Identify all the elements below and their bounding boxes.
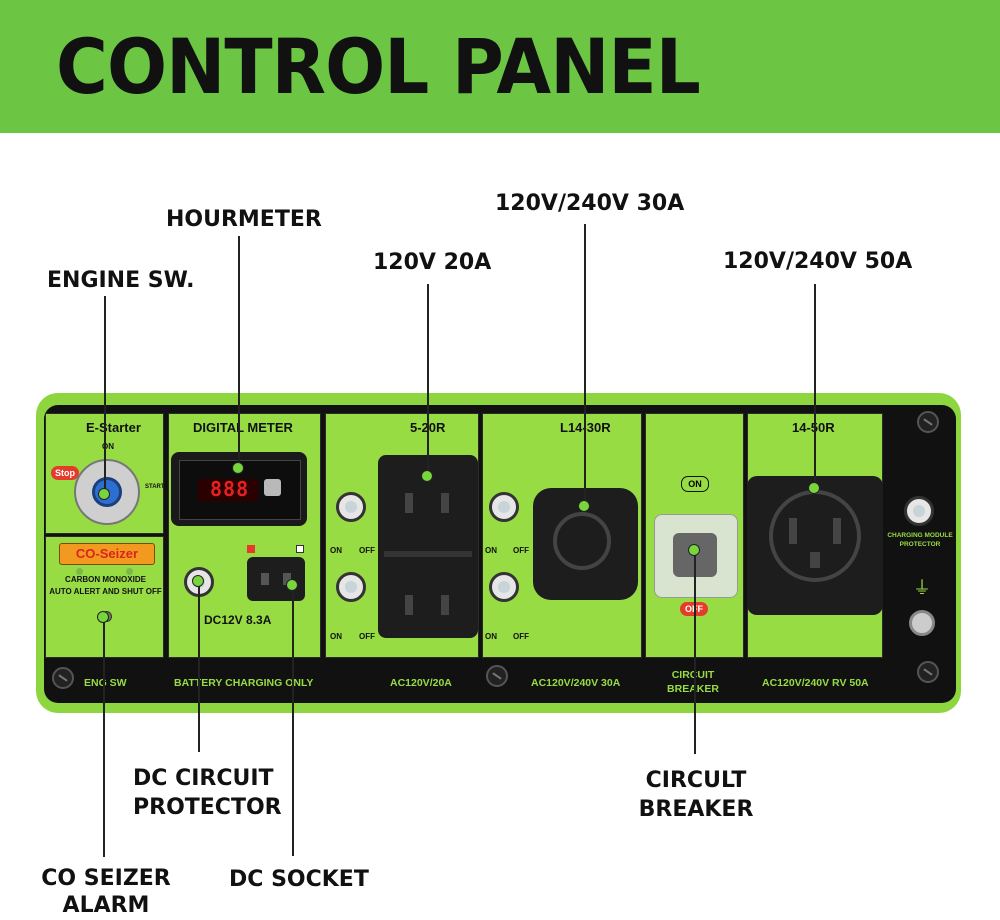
dc-positive-icon — [247, 545, 255, 553]
breaker-30a-bottom[interactable] — [489, 572, 519, 602]
circuit-breaker-leader-line — [694, 550, 696, 754]
dc-circuit-protector-callout-line2: PROTECTOR — [133, 795, 282, 820]
circuit-breaker-switch[interactable] — [654, 514, 738, 598]
outlet-50a-leader-line — [814, 284, 816, 488]
engine-sw-callout: ENGINE SW. — [47, 268, 195, 293]
engine-on-label: ON — [102, 442, 114, 451]
circuit-breaker-marker — [688, 544, 700, 556]
dc-protector-leader-line — [198, 586, 200, 752]
hourmeter-leader-line — [238, 236, 240, 468]
dc-socket-leader-line — [292, 586, 294, 856]
co-seizer-alarm-callout-line1: CO SEIZER — [41, 866, 171, 891]
circuit-breaker-callout-line2: BREAKER — [638, 797, 754, 822]
outlet-20a-callout: 120V 20A — [373, 250, 492, 275]
dc-socket-marker — [286, 579, 298, 591]
meter-button[interactable] — [264, 479, 281, 496]
dc-negative-icon — [296, 545, 304, 553]
strip-breaker-line1: CIRCUIT — [671, 669, 715, 681]
outlet-50a-marker — [808, 482, 820, 494]
ground-terminal[interactable] — [909, 610, 935, 636]
breaker-on-label: ON — [681, 476, 709, 492]
outlet-30a-callout: 120V/240V 30A — [495, 191, 685, 216]
dc-protector-marker — [192, 575, 204, 587]
circuit-breaker-callout-line1: CIRCULT — [645, 768, 747, 793]
co-indicator-led — [76, 568, 83, 575]
strip-battery: BATTERY CHARGING ONLY — [174, 677, 314, 689]
outlet-14-50r[interactable] — [747, 476, 883, 615]
breaker-20a-bottom[interactable] — [336, 572, 366, 602]
breaker-30a-top[interactable] — [489, 492, 519, 522]
switch-off-label: OFF — [513, 546, 529, 555]
switch-off-label: OFF — [359, 546, 375, 555]
switch-on-label: ON — [485, 632, 497, 641]
digital-meter-title: DIGITAL METER — [193, 420, 293, 435]
switch-off-label: OFF — [513, 632, 529, 641]
co-line2: AUTO ALERT AND SHUT OFF — [49, 587, 162, 596]
co-alarm-marker — [97, 611, 109, 623]
charging-module-protector-button[interactable] — [904, 496, 934, 526]
co-line1: CARBON MONOXIDE — [65, 575, 146, 584]
digital-meter-section: DIGITAL METER DC12V 8.3A — [168, 413, 321, 658]
dc-socket-callout: DC SOCKET — [229, 867, 369, 892]
outlet-50a-callout: 120V/240V 50A — [723, 249, 913, 274]
strip-ac30: AC120V/240V 30A — [531, 677, 621, 689]
strip-eng-sw: ENG SW — [84, 677, 127, 689]
charging-protector-label-line1: CHARGING MODULE — [887, 532, 953, 539]
switch-on-label: ON — [330, 546, 342, 555]
outlet-5-20r[interactable] — [378, 455, 478, 638]
charging-protector-label: CHARGING MODULE PROTECTOR — [884, 531, 956, 549]
dc-rating-label: DC12V 8.3A — [204, 613, 272, 627]
hourmeter-callout: HOURMETER — [166, 207, 322, 232]
screw-icon — [917, 661, 939, 683]
strip-breaker-line2: BREAKER — [667, 683, 719, 695]
charging-protector-label-line2: PROTECTOR — [899, 541, 941, 548]
engine-start-label: START — [145, 484, 165, 490]
switch-on-label: ON — [485, 546, 497, 555]
title-banner: CONTROL PANEL — [0, 0, 1000, 133]
engine-switch[interactable] — [74, 459, 140, 525]
outlet-20a-marker — [421, 470, 433, 482]
screw-icon — [486, 665, 508, 687]
strip-ac20: AC120V/20A — [390, 677, 452, 689]
dc-socket[interactable] — [247, 557, 305, 601]
engine-sw-leader-line — [104, 296, 106, 489]
co-seizer-section: CO-Seizer CARBON MONOXIDE AUTO ALERT AND… — [45, 536, 164, 658]
co-seizer-badge: CO-Seizer — [59, 543, 155, 565]
ground-icon: ⏚ — [913, 578, 931, 598]
hourmeter-digits: 888 — [210, 477, 250, 501]
strip-ac50: AC120V/240V RV 50A — [762, 677, 869, 689]
outlet-20a-leader-line — [427, 284, 429, 476]
hourmeter-marker — [232, 462, 244, 474]
switch-off-label: OFF — [359, 632, 375, 641]
screw-icon — [52, 667, 74, 689]
dc-circuit-protector-callout-line1: DC CIRCUIT — [133, 766, 274, 791]
switch-on-label: ON — [330, 632, 342, 641]
engine-stop-label: Stop — [51, 466, 79, 480]
outlet-30a-marker — [578, 500, 590, 512]
co-seizer-alarm-callout-line2: ALARM — [62, 893, 150, 918]
page-title: CONTROL PANEL — [56, 22, 701, 111]
outlet-14-50r-title: 14-50R — [792, 420, 835, 435]
engine-sw-marker — [98, 488, 110, 500]
co-indicator-led — [126, 568, 133, 575]
outlet-30a-leader-line — [584, 224, 586, 506]
hourmeter-display — [171, 452, 307, 526]
co-alarm-leader-line — [103, 617, 105, 857]
e-starter-title: E-Starter — [86, 420, 141, 435]
breaker-20a-top[interactable] — [336, 492, 366, 522]
screw-icon — [917, 411, 939, 433]
